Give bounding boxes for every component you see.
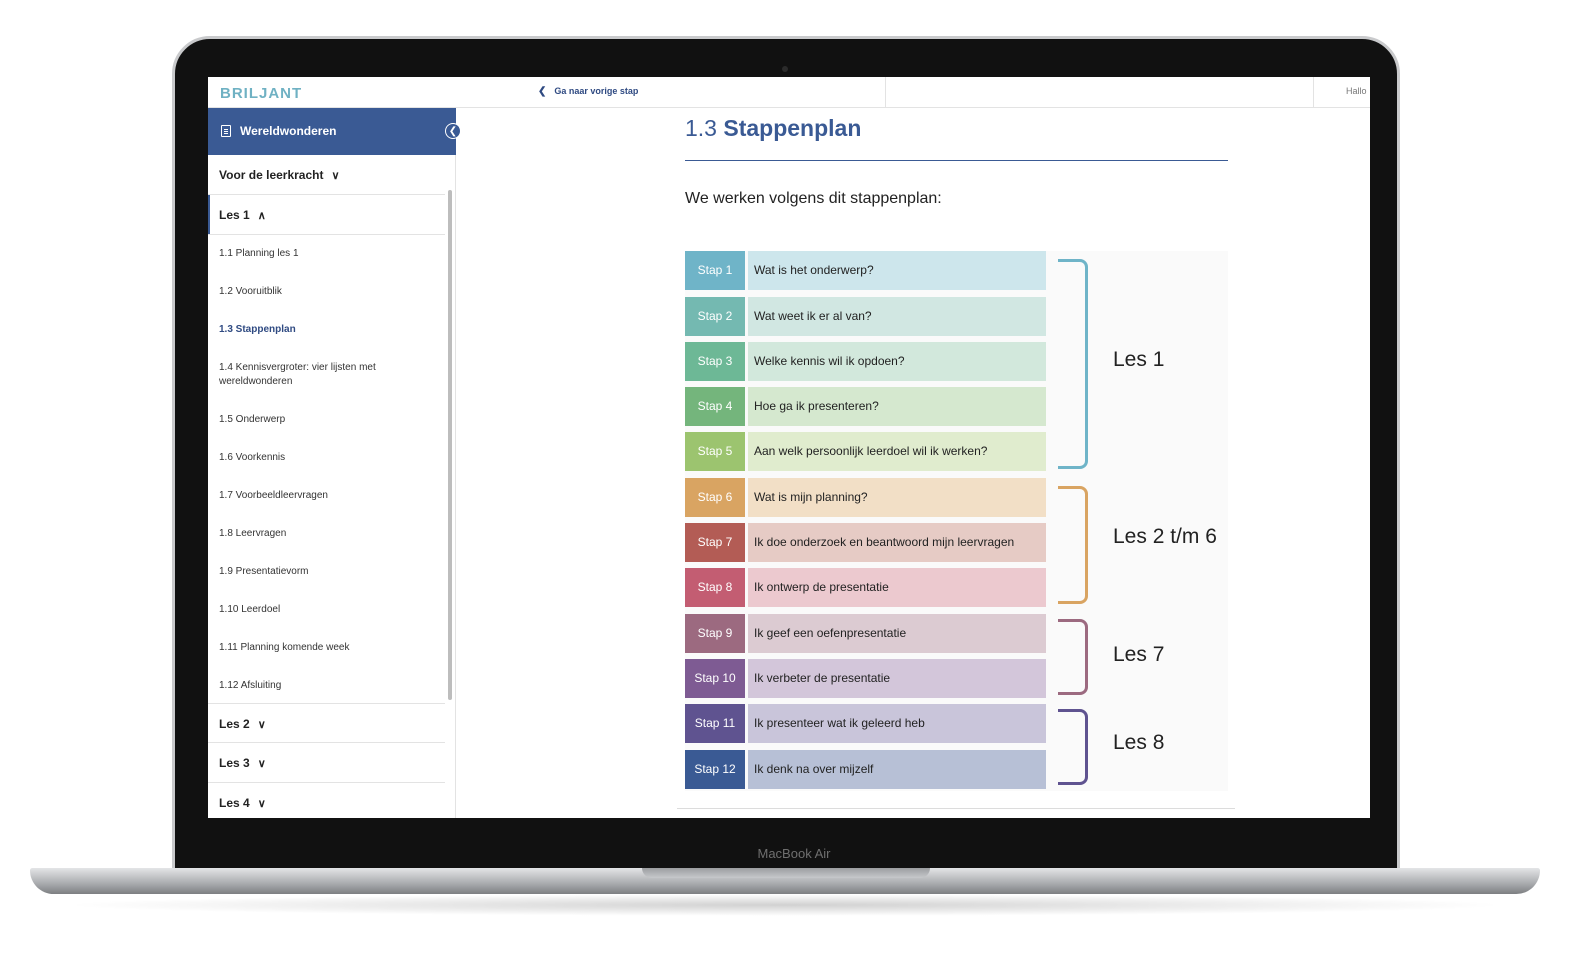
step-number: Stap 12 bbox=[685, 750, 745, 789]
book-icon bbox=[221, 125, 231, 137]
group-label: Les 8 bbox=[1113, 731, 1165, 754]
step-description: Ik denk na over mijzelf bbox=[748, 750, 1046, 789]
previous-step-label: Ga naar vorige stap bbox=[554, 86, 639, 96]
chevron-down-icon: ∨ bbox=[257, 758, 266, 770]
step-number: Stap 2 bbox=[685, 297, 745, 336]
section-voor-de-leerkracht[interactable]: Voor de leerkracht ∨ bbox=[208, 155, 445, 195]
previous-step-link[interactable]: ❮ Ga naar vorige stap bbox=[538, 86, 638, 97]
chevron-left-icon: ❮ bbox=[538, 86, 547, 97]
section-label: Les 1 bbox=[219, 208, 250, 222]
section-les-1[interactable]: Les 1 ∧ bbox=[208, 195, 445, 235]
group-bracket bbox=[1058, 619, 1088, 695]
step-number: Stap 1 bbox=[685, 251, 745, 290]
section-les-3[interactable]: Les 3 ∨ bbox=[208, 743, 445, 783]
section-les-4[interactable]: Les 4 ∨ bbox=[208, 783, 445, 818]
chevron-up-icon: ∧ bbox=[257, 210, 266, 222]
sidebar-item-1-10[interactable]: 1.10 Leerdoel bbox=[219, 604, 281, 615]
step-description: Ik geef een oefenpresentatie bbox=[748, 614, 1046, 653]
sidebar-item-1-11[interactable]: 1.11 Planning komende week bbox=[219, 642, 350, 653]
section-label: Voor de leerkracht bbox=[219, 168, 324, 182]
step-description: Ik doe onderzoek en beantwoord mijn leer… bbox=[748, 523, 1046, 562]
section-label: Les 4 bbox=[219, 796, 250, 810]
sidebar-item-1-7[interactable]: 1.7 Voorbeeldleervragen bbox=[219, 490, 328, 501]
top-bar: BRILJANT ❮ Ga naar vorige stap Hallo bbox=[208, 77, 1370, 108]
device-label: MacBook Air bbox=[757, 846, 831, 861]
briljant-logo[interactable]: BRILJANT bbox=[220, 85, 303, 102]
group-label: Les 7 bbox=[1113, 643, 1165, 666]
sidebar-nav: Voor de leerkracht ∨ Les 1 ∧ 1.1 Planning … bbox=[208, 155, 448, 818]
section-les-2[interactable]: Les 2 ∨ bbox=[208, 703, 445, 743]
camera-dot bbox=[782, 66, 788, 72]
group-label: Les 2 t/m 6 bbox=[1113, 525, 1217, 548]
sidebar-scrollbar[interactable] bbox=[448, 190, 452, 700]
topbar-divider bbox=[1313, 77, 1314, 108]
sidebar-item-1-12[interactable]: 1.12 Afsluiting bbox=[219, 680, 282, 691]
step-number: Stap 8 bbox=[685, 568, 745, 607]
sidebar-item-1-4[interactable]: 1.4 Kennisvergroter: vier lijsten met we… bbox=[219, 362, 376, 387]
step-description: Aan welk persoonlijk leerdoel wil ik wer… bbox=[748, 432, 1046, 471]
laptop-shadow bbox=[60, 894, 1510, 916]
step-description: Ik verbeter de presentatie bbox=[748, 659, 1046, 698]
step-number: Stap 6 bbox=[685, 478, 745, 517]
group-bracket bbox=[1058, 486, 1088, 604]
step-number: Stap 3 bbox=[685, 342, 745, 381]
page-title: 1.3 Stappenplan bbox=[685, 115, 861, 142]
step-description: Wat is het onderwerp? bbox=[748, 251, 1046, 290]
screen: BRILJANT ❮ Ga naar vorige stap Hallo Were… bbox=[208, 77, 1370, 818]
page-title-number: 1.3 bbox=[685, 115, 717, 141]
sidebar-header[interactable]: Wereldwonderen bbox=[208, 108, 456, 155]
chevron-down-icon: ∨ bbox=[331, 170, 340, 182]
step-number: Stap 7 bbox=[685, 523, 745, 562]
sidebar-item-1-1[interactable]: 1.1 Planning les 1 bbox=[219, 248, 299, 259]
chevron-down-icon: ∨ bbox=[257, 719, 266, 731]
sidebar: Wereldwonderen ❮ Voor de leerkracht ∨ Les… bbox=[208, 108, 461, 818]
chevron-down-icon: ∨ bbox=[257, 798, 266, 810]
step-description: Ik ontwerp de presentatie bbox=[748, 568, 1046, 607]
sidebar-item-1-3[interactable]: 1.3 Stappenplan bbox=[219, 324, 296, 335]
sidebar-item-1-6[interactable]: 1.6 Voorkennis bbox=[219, 452, 286, 463]
sidebar-item-1-9[interactable]: 1.9 Presentatievorm bbox=[219, 566, 309, 577]
sidebar-title: Wereldwonderen bbox=[240, 124, 337, 138]
page-title-text: Stappenplan bbox=[723, 115, 862, 141]
section-label: Les 2 bbox=[219, 717, 250, 731]
group-bracket bbox=[1058, 709, 1088, 785]
step-number: Stap 10 bbox=[685, 659, 745, 698]
step-description: Wat is mijn planning? bbox=[748, 478, 1046, 517]
group-label: Les 1 bbox=[1113, 348, 1165, 371]
group-bracket bbox=[1058, 259, 1088, 469]
user-greeting[interactable]: Hallo bbox=[1346, 86, 1367, 96]
step-number: Stap 5 bbox=[685, 432, 745, 471]
step-description: Welke kennis wil ik opdoen? bbox=[748, 342, 1046, 381]
section-label: Les 3 bbox=[219, 756, 250, 770]
step-description: Wat weet ik er al van? bbox=[748, 297, 1046, 336]
sidebar-item-1-5[interactable]: 1.5 Onderwerp bbox=[219, 414, 286, 425]
step-description: Hoe ga ik presenteren? bbox=[748, 387, 1046, 426]
intro-text: We werken volgens dit stappenplan: bbox=[685, 190, 942, 207]
sidebar-item-1-8[interactable]: 1.8 Leervragen bbox=[219, 528, 287, 539]
step-number: Stap 9 bbox=[685, 614, 745, 653]
step-number: Stap 11 bbox=[685, 704, 745, 743]
collapse-sidebar-button[interactable]: ❮ bbox=[445, 123, 461, 139]
topbar-divider bbox=[885, 77, 886, 108]
step-description: Ik presenteer wat ik geleerd heb bbox=[748, 704, 1046, 743]
title-divider bbox=[685, 160, 1228, 161]
step-number: Stap 4 bbox=[685, 387, 745, 426]
content-divider bbox=[677, 808, 1235, 809]
main-content: 1.3 Stappenplan We werken volgens dit st… bbox=[677, 108, 1245, 818]
laptop-notch bbox=[642, 868, 930, 878]
sidebar-item-1-2[interactable]: 1.2 Vooruitblik bbox=[219, 286, 282, 297]
